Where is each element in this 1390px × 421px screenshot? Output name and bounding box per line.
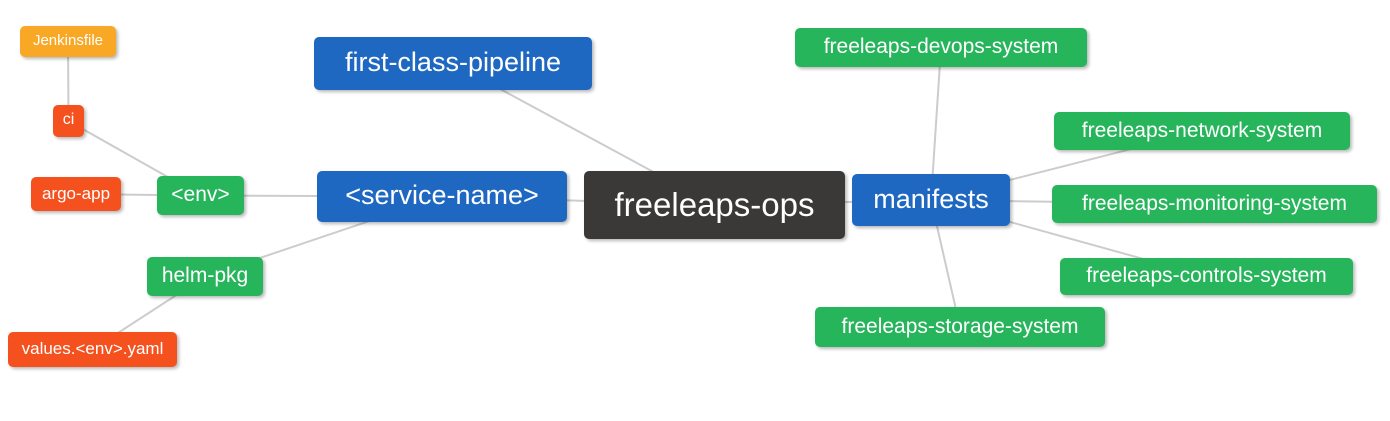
node-ci[interactable]: ci [53,105,84,137]
node-label: freeleaps-storage-system [841,314,1079,338]
node-network-system[interactable]: freeleaps-network-system [1054,112,1350,150]
node-label: argo-app [41,183,111,203]
node-env[interactable]: <env> [157,176,244,215]
node-jenkinsfile[interactable]: Jenkinsfile [20,26,116,57]
node-values-env-yaml[interactable]: values.<env>.yaml [8,332,177,367]
node-label: helm-pkg [161,264,249,287]
node-label: freeleaps-controls-system [1086,264,1327,287]
node-label: <service-name> [345,180,539,210]
node-label: Jenkinsfile [32,32,104,49]
node-label: <env> [171,183,230,206]
node-controls-system[interactable]: freeleaps-controls-system [1060,258,1353,295]
node-label: freeleaps-ops [614,185,815,223]
node-label: freeleaps-devops-system [823,35,1059,58]
node-service-name[interactable]: <service-name> [317,171,567,222]
node-label: first-class-pipeline [344,47,562,77]
node-manifests[interactable]: manifests [852,174,1010,226]
node-label: freeleaps-network-system [1081,118,1323,142]
node-label: freeleaps-monitoring-system [1082,191,1347,215]
node-first-class-pipeline[interactable]: first-class-pipeline [314,37,592,90]
node-storage-system[interactable]: freeleaps-storage-system [815,307,1105,347]
node-argo-app[interactable]: argo-app [31,177,121,211]
node-monitoring-system[interactable]: freeleaps-monitoring-system [1052,185,1377,223]
node-freeleaps-ops[interactable]: freeleaps-ops [584,171,845,239]
node-devops-system[interactable]: freeleaps-devops-system [795,28,1087,67]
node-label: ci [62,111,75,128]
node-helm-pkg[interactable]: helm-pkg [147,257,263,296]
node-label: values.<env>.yaml [21,339,164,358]
node-label: manifests [873,183,989,214]
